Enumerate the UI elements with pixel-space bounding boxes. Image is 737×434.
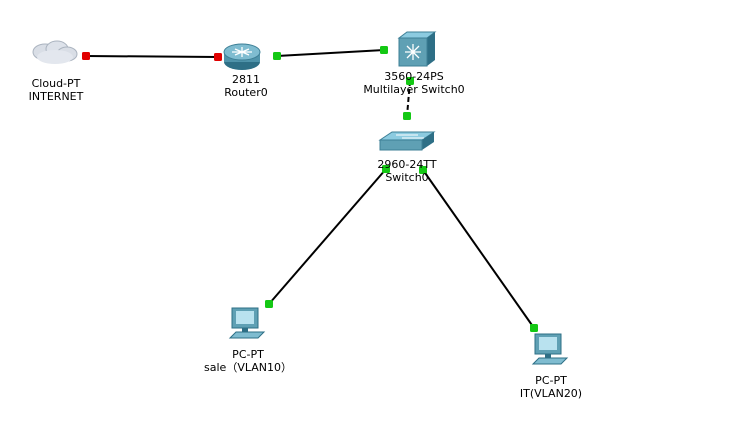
router-model: 2811: [231, 73, 260, 86]
port-indicator-mls-up: [406, 77, 414, 85]
pc-it-label: PC-PT IT(VLAN20): [520, 374, 582, 400]
pc-it-model: PC-PT: [535, 374, 567, 387]
pc-sale-name: sale（VLAN10）: [204, 361, 292, 374]
port-indicator-cloud-down: [82, 52, 90, 60]
switch-name: Switch0: [385, 171, 429, 184]
multilayer-switch-model: 3560-24PS: [384, 70, 444, 83]
router-label: 2811 Router0: [224, 73, 267, 99]
links-layer: [85, 49, 535, 329]
multilayer-switch-icon[interactable]: [397, 31, 437, 67]
switch-model: 2960-24TT: [377, 158, 437, 171]
port-indicator-switch-up: [382, 165, 390, 173]
link-mls-switch[interactable]: [406, 80, 411, 117]
pc-icon[interactable]: [531, 333, 569, 365]
cloud-icon[interactable]: [32, 40, 78, 64]
link-switch-pc_sale[interactable]: [268, 168, 387, 305]
port-indicator-switch-up: [403, 112, 411, 120]
cloud-name: INTERNET: [28, 90, 84, 103]
port-indicator-mls-up: [380, 46, 388, 54]
cloud-label: Cloud-PT INTERNET: [29, 77, 84, 103]
pc-sale-model: PC-PT: [232, 348, 264, 361]
link-switch-pc_it[interactable]: [422, 169, 535, 329]
multilayer-switch-name: Multilayer Switch0: [363, 83, 465, 96]
router-name: Router0: [224, 86, 268, 99]
port-indicator-pc_it-up: [530, 324, 538, 332]
pc-sale-label: PC-PT sale（VLAN10）: [204, 348, 292, 374]
port-indicator-switch-up: [419, 166, 427, 174]
router-icon[interactable]: [223, 43, 261, 70]
switch-label: 2960-24TT Switch0: [377, 158, 436, 184]
cloud-model: Cloud-PT: [31, 77, 81, 90]
multilayer-switch-label: 3560-24PS Multilayer Switch0: [363, 70, 464, 96]
switch-icon[interactable]: [378, 131, 436, 151]
pc-it-name: IT(VLAN20): [519, 387, 583, 400]
link-cloud-router[interactable]: [85, 55, 219, 58]
pc-icon[interactable]: [228, 307, 266, 339]
port-indicator-router-down: [214, 53, 222, 61]
port-indicator-pc_sale-up: [265, 300, 273, 308]
ports-layer: [82, 46, 538, 332]
port-indicator-router-up: [273, 52, 281, 60]
link-router-mls[interactable]: [276, 49, 385, 57]
